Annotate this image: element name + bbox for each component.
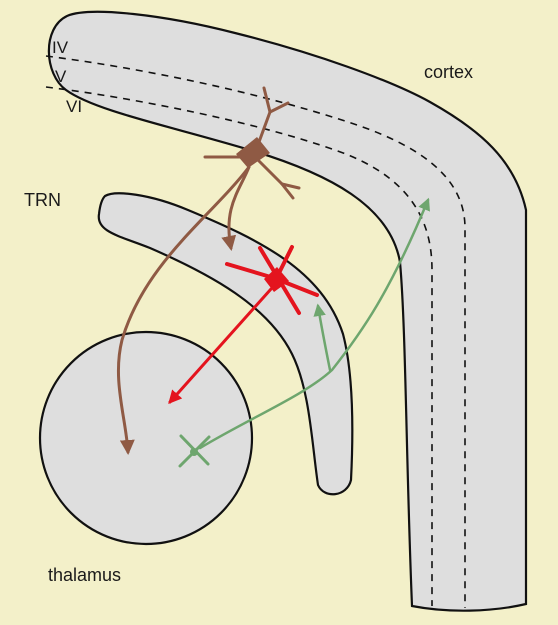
thalamocortical-neuron	[178, 197, 430, 468]
trn-inhibitory-projection	[168, 287, 273, 405]
cortex-region	[47, 10, 528, 612]
thalamocortical-axon-to-cortex	[198, 197, 430, 450]
thalamocortical-neuron-soma	[190, 448, 198, 456]
layer-label-vi: VI	[66, 97, 82, 116]
cortex-label: cortex	[424, 62, 473, 82]
thalamus-label: thalamus	[48, 565, 121, 585]
corticothalamic-axon-to-thalamus	[116, 165, 251, 455]
corticothalamic-neuron	[116, 86, 301, 455]
corticothalamic-axon-to-trn	[221, 165, 251, 251]
trn-neuron	[168, 245, 319, 405]
layer-boundary-iv-v	[45, 55, 466, 608]
thalamus-region	[38, 330, 254, 546]
layer-boundary-v-vi	[45, 86, 433, 606]
trn-label: TRN	[24, 190, 61, 210]
layer-label-iv: IV	[52, 38, 69, 57]
thalamocortical-collateral-to-trn	[313, 303, 332, 372]
trn-region	[97, 192, 354, 496]
layer-label-v: V	[55, 67, 67, 86]
corticothalamic-neuron-soma	[236, 137, 270, 168]
